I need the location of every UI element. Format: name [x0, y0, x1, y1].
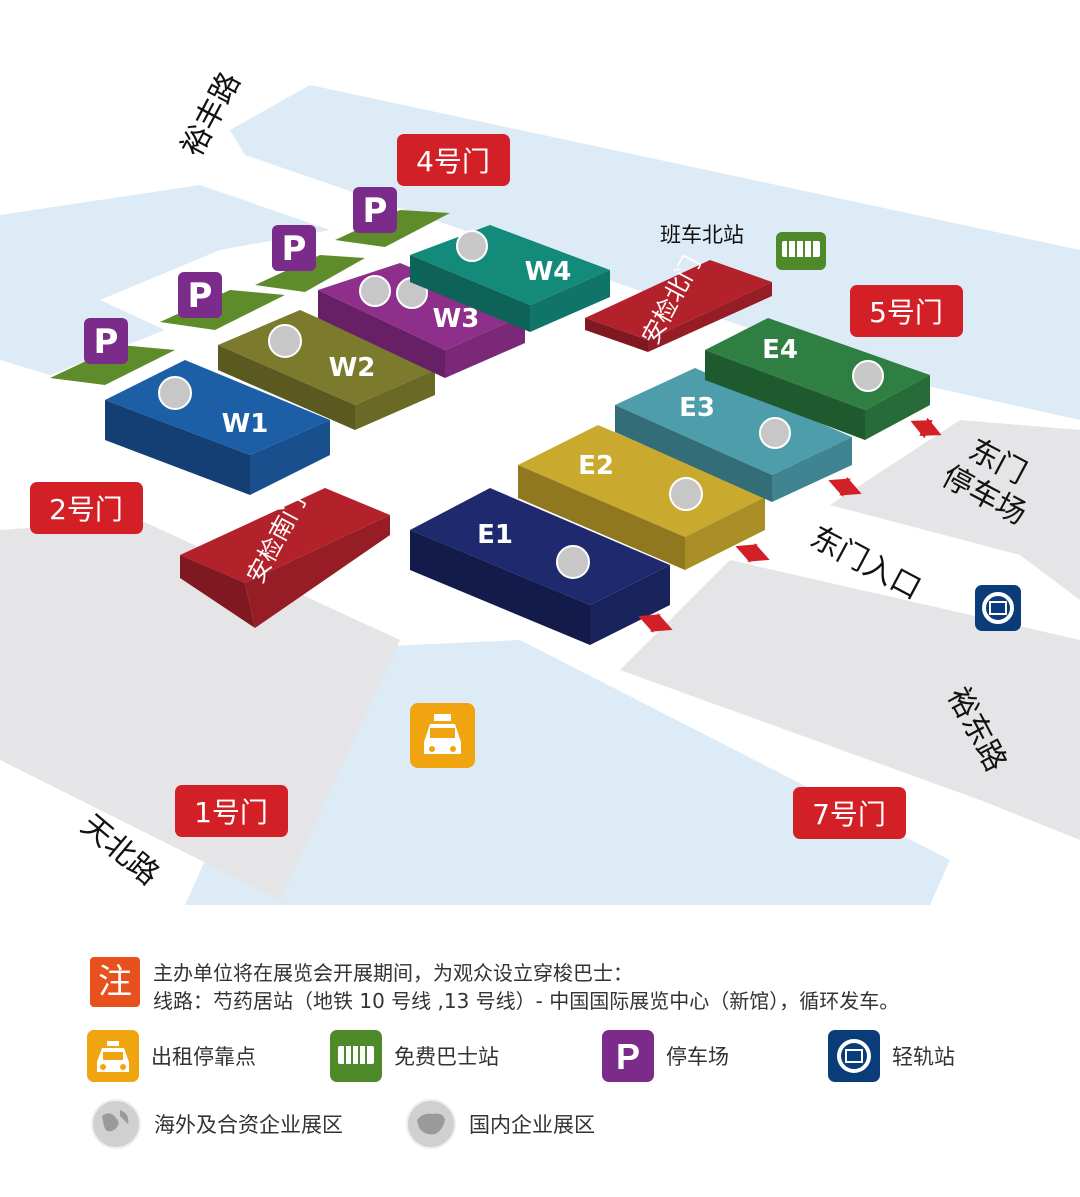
globe-icon — [759, 417, 791, 449]
china-map-icon — [406, 1099, 456, 1149]
legend-overseas: 海外及合资企业展区 — [90, 1098, 343, 1150]
exhibition-map: W1 W2 W3 W4 E1 E2 — [0, 66, 1080, 905]
hall-label: E3 — [679, 393, 715, 423]
note-line-2: 线路：芍药居站（地铁 10 号线 ,13 号线）- 中国国际展览中心（新馆），循… — [153, 989, 900, 1013]
china-map-icon — [456, 230, 488, 262]
svg-text:2号门: 2号门 — [49, 493, 123, 526]
note-badge: 注 — [90, 957, 140, 1007]
hall-label: E1 — [477, 520, 513, 550]
bus-icon[interactable] — [776, 232, 826, 270]
gate-5[interactable]: 5号门 — [850, 285, 963, 337]
hall-label: W2 — [329, 353, 376, 383]
rail-station-icon[interactable] — [975, 585, 1021, 631]
ground-area-southeast — [620, 560, 1080, 840]
checkpoint-south[interactable]: 安检南门 — [180, 488, 390, 628]
china-map-icon — [556, 545, 590, 579]
globe-icon — [359, 275, 391, 307]
gate-2[interactable]: 2号门 — [30, 482, 143, 534]
svg-text:P: P — [363, 191, 388, 231]
hall-e3[interactable]: E3 — [615, 368, 852, 502]
hall-w1[interactable]: W1 — [105, 360, 330, 495]
hall-w3[interactable]: W3 — [318, 263, 525, 378]
gate-1[interactable]: 1号门 — [175, 785, 288, 837]
parking-badge[interactable]: P — [272, 225, 316, 271]
parking-badge[interactable]: P — [353, 187, 397, 233]
china-map-icon — [669, 477, 703, 511]
ground-area-west — [0, 520, 400, 900]
legend-taxi: 出租停靠点 — [87, 1030, 256, 1082]
legend-label: 轻轨站 — [892, 1045, 955, 1069]
rail-icon — [828, 1030, 880, 1082]
svg-text:5号门: 5号门 — [869, 296, 943, 329]
hall-e4[interactable]: E4 — [705, 318, 930, 440]
globe-icon — [852, 360, 884, 392]
globe-icon — [158, 376, 192, 410]
hall-label: W3 — [433, 304, 480, 334]
globe-icon — [268, 324, 302, 358]
svg-text:7号门: 7号门 — [812, 798, 886, 831]
gate-7[interactable]: 7号门 — [793, 787, 906, 839]
legend-label: 停车场 — [666, 1045, 729, 1069]
parking-icon: P — [602, 1030, 654, 1082]
taxi-stand-icon[interactable] — [410, 703, 475, 768]
legend-rail: 轻轨站 — [828, 1030, 955, 1082]
hall-label: E2 — [578, 451, 614, 481]
entrance-arrows — [638, 417, 942, 633]
hall-e2[interactable]: E2 — [518, 425, 765, 570]
parking-badge[interactable]: P — [84, 318, 128, 364]
bus-icon — [330, 1030, 382, 1082]
water-area-northwest — [0, 185, 330, 375]
svg-text:P: P — [94, 322, 119, 362]
legend-label: 国内企业展区 — [469, 1113, 595, 1137]
legend-domestic: 国内企业展区 — [405, 1098, 595, 1150]
legend-bus: 免费巴士站 — [330, 1030, 499, 1082]
svg-text:1号门: 1号门 — [194, 796, 268, 829]
legend-label: 海外及合资企业展区 — [154, 1113, 343, 1137]
svg-text:P: P — [282, 229, 307, 269]
ground-area-east-parking — [830, 420, 1080, 600]
gate-4[interactable]: 4号门 — [397, 134, 510, 186]
shuttle-north-label: 班车北站 — [660, 223, 744, 247]
hall-w2[interactable]: W2 — [218, 310, 435, 430]
svg-text:P: P — [188, 276, 213, 316]
svg-text:4号门: 4号门 — [416, 145, 490, 178]
hall-label: W4 — [525, 257, 572, 287]
legend-parking: P 停车场 — [602, 1030, 729, 1082]
hall-label: E4 — [762, 335, 798, 365]
hall-w4[interactable]: W4 — [410, 225, 610, 332]
svg-text:P: P — [616, 1036, 640, 1077]
hall-label: W1 — [222, 409, 269, 439]
globe-icon — [91, 1099, 141, 1149]
hall-e1[interactable]: E1 — [410, 488, 670, 645]
legend-label: 免费巴士站 — [394, 1045, 499, 1069]
water-area-south — [185, 640, 950, 905]
note-line-1: 主办单位将在展览会开展期间，为观众设立穿梭巴士： — [153, 961, 633, 985]
parking-badge[interactable]: P — [178, 272, 222, 318]
taxi-icon — [87, 1030, 139, 1082]
legend-label: 出租停靠点 — [151, 1045, 256, 1069]
